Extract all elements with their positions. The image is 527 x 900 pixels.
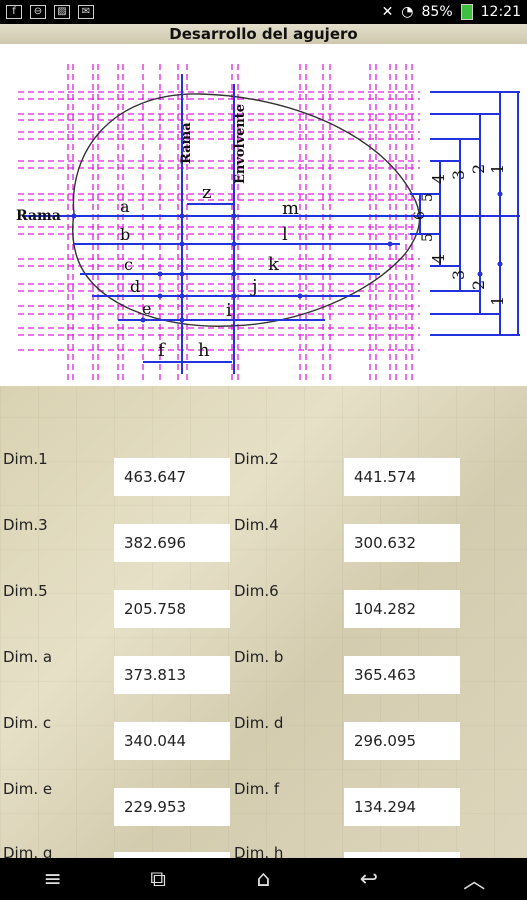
dim-label: Dim.4 [234,516,279,534]
dim-value-field[interactable]: 134.294 [344,788,460,826]
dim-row: Dim.1 463.647 Dim.2 441.574 [0,450,527,496]
grid-horizontals [18,91,420,351]
dim-label: Dim. c [3,714,52,732]
label-rama: Rama [16,208,61,224]
dim-value-field[interactable]: 229.953 [114,788,230,826]
navigation-bar: ≡ ⧉ ⌂ ↩ ︿ [0,858,527,900]
dim-value-field[interactable]: 441.574 [344,458,460,496]
label-dim1-bottom: 1 [488,296,507,306]
dim-value-field[interactable]: 373.813 [114,656,230,694]
dim-label: Dim. e [3,780,53,798]
label-k: k [268,254,280,275]
label-envolvente: Envolvente [233,104,248,184]
blocked-icon: ⊖ [30,5,46,19]
label-e: e [142,299,151,318]
facebook-icon: f [6,5,22,19]
label-dim2-bottom: 2 [469,280,488,290]
blue-points [71,191,503,323]
label-h: h [198,340,210,361]
label-d: d [130,277,140,296]
recent-apps-icon[interactable]: ⧉ [150,866,166,892]
label-dim6: 6 [412,211,428,220]
dim-value-field[interactable]: 205.758 [114,590,230,628]
label-j: j [250,276,258,297]
clock: 12:21 [480,4,521,20]
dim-label: Dim. d [234,714,284,732]
label-z: z [202,182,211,203]
dim-row: Dim.5 205.758 Dim.6 104.282 [0,582,527,628]
dim-label: Dim.6 [234,582,279,600]
dim-value-field[interactable]: 382.696 [114,524,230,562]
grid-verticals [67,64,413,384]
dim-label: Dim.3 [3,516,48,534]
dim-value-field[interactable]: 296.095 [344,722,460,760]
page-title: Desarrollo del agujero [0,24,527,44]
dimensions-panel: Dim.1 463.647 Dim.2 441.574 Dim.3 382.69… [0,386,527,858]
label-dim4-top: 4 [429,174,448,184]
dim-label: Dim.2 [234,450,279,468]
dim-label: Dim. h [234,844,284,858]
label-dim3-top: 3 [449,170,468,180]
dim-row: Dim. c 340.044 Dim. d 296.095 [0,714,527,760]
dim-label: Dim. g [3,844,53,858]
label-f: f [158,340,166,361]
label-b: b [120,225,130,244]
label-dim4-bottom: 4 [429,254,448,264]
dim-value-field[interactable]: 463.647 [114,458,230,496]
label-dim2-top: 2 [469,164,488,174]
dim-row: Dim.3 382.696 Dim.4 300.632 [0,516,527,562]
dim-label: Dim. b [234,648,284,666]
back-icon[interactable]: ↩ [359,866,379,892]
mail-icon: ✉ [78,5,94,19]
wifi-icon: ◔ [401,4,414,20]
mute-icon: ✕ [381,4,394,20]
dim-label: Dim. a [3,648,53,666]
chevron-up-icon[interactable]: ︿ [463,869,486,894]
blue-lines [22,74,520,374]
dim-value-field[interactable]: 365.463 [344,656,460,694]
dim-value-field[interactable]: 104.282 [344,590,460,628]
label-i: i [226,300,232,321]
hole-diagram: Rama Rama Envolvente a b c d e f h z m l… [0,44,527,386]
battery-icon [460,4,473,20]
dim-label: Dim. f [234,780,280,798]
label-rama-vertical: Rama [179,122,194,164]
home-icon[interactable]: ⌂ [256,866,271,892]
dim-label: Dim.5 [3,582,48,600]
battery-percent: 85% [421,4,453,20]
label-dim5-bottom: 5 [420,233,436,242]
dim-row: Dim. g Dim. h [0,844,527,858]
dim-value-field[interactable] [344,852,460,858]
dim-value-field[interactable]: 340.044 [114,722,230,760]
hole-outline [71,93,421,327]
label-c: c [124,255,133,274]
dim-row: Dim. e 229.953 Dim. f 134.294 [0,780,527,826]
label-dim3-bottom: 3 [449,270,468,280]
dim-value-field[interactable] [114,852,230,858]
status-bar: f ⊖ ▨ ✉ ✕ ◔ 85% 12:21 [0,0,527,24]
label-dim5-top: 5 [420,193,436,202]
label-m: m [282,198,299,219]
dim-row: Dim. a 373.813 Dim. b 365.463 [0,648,527,694]
dim-label: Dim.1 [3,450,48,468]
dim-value-field[interactable]: 300.632 [344,524,460,562]
diagram-labels: Rama Rama Envolvente a b c d e f h z m l… [16,104,507,361]
image-icon: ▨ [54,5,70,19]
menu-icon[interactable]: ≡ [43,866,62,892]
label-dim1-top: 1 [488,164,507,174]
label-a: a [120,197,130,216]
label-l: l [282,224,288,245]
diagram-svg: Rama Rama Envolvente a b c d e f h z m l… [16,64,520,384]
